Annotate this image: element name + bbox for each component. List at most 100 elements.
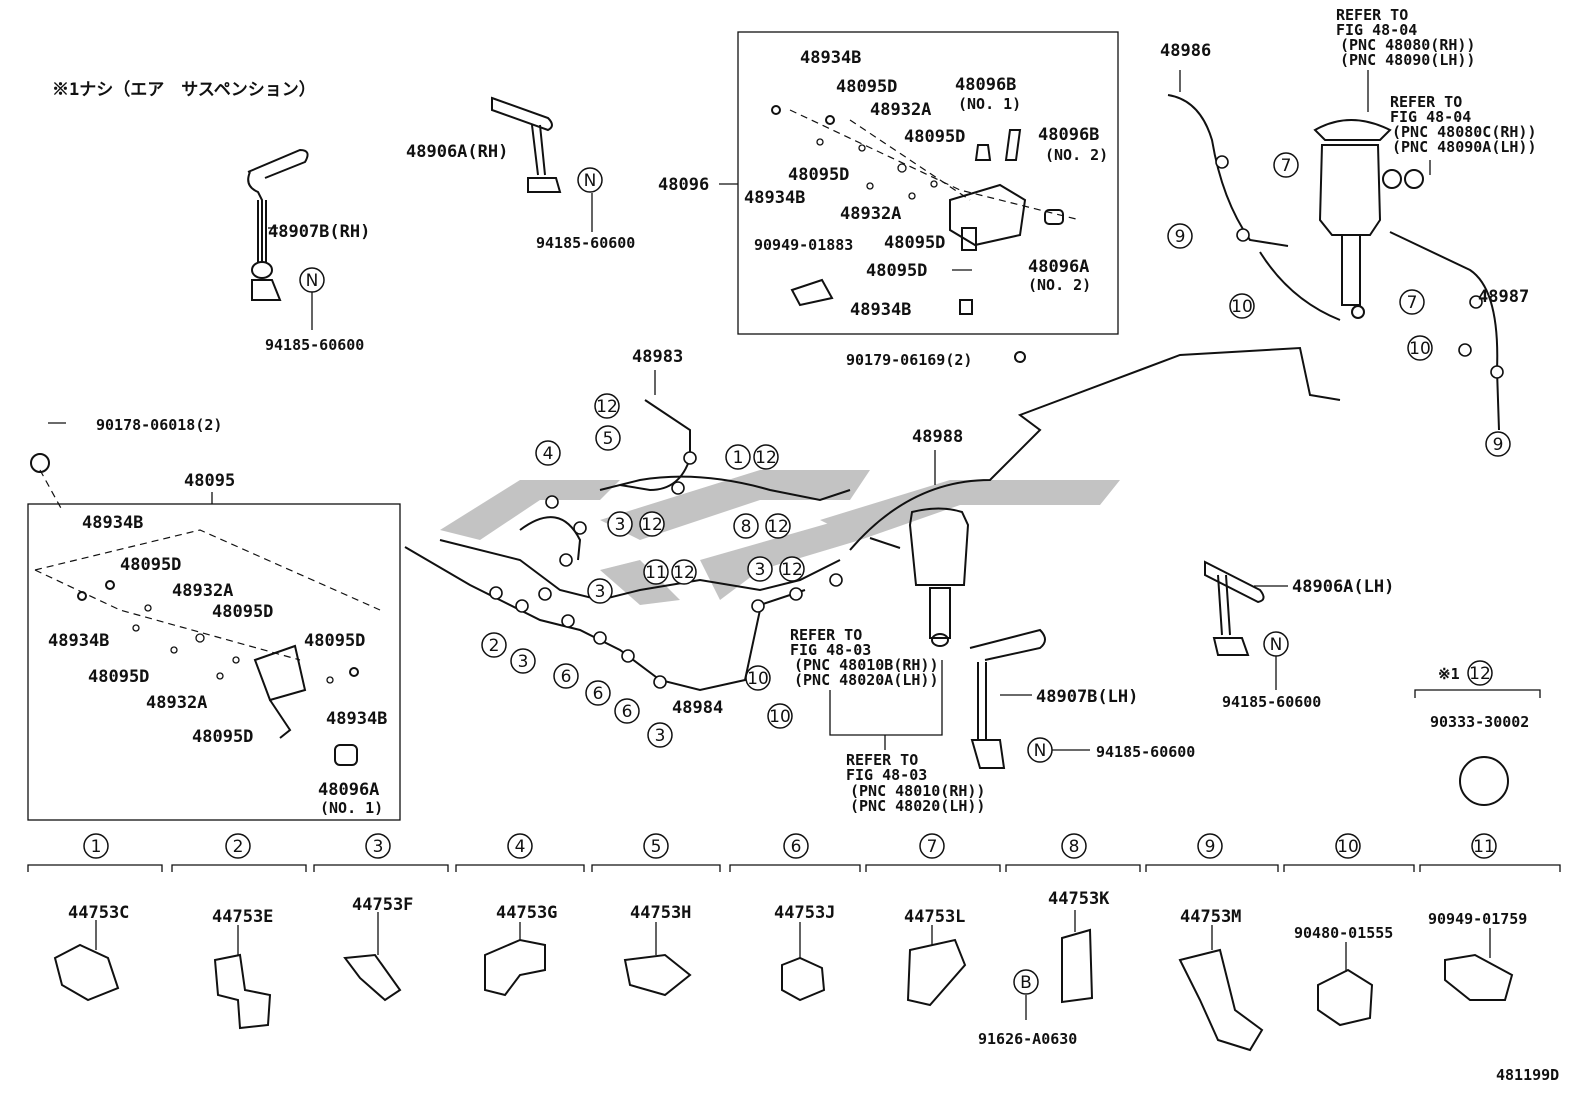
callout-16: 12 [639,511,665,537]
callout-19: 3 [587,578,613,604]
callout-10: 12 [594,393,620,419]
label-48095d-3: 48095D [788,165,849,185]
legend-num: 4 [515,837,526,857]
callout-20: 11 [643,559,669,585]
callout-21-text: 12 [673,563,695,583]
height-sensor-box-parts [30,453,381,766]
callout-13: 12 [753,444,779,470]
callout-9: 9 [1485,431,1511,457]
label-no2-a: (NO. 2) [1045,146,1108,164]
front-air-spring [869,507,970,647]
legend-column-9: 9 44753M [1180,833,1241,927]
callout-31-text: 10 [769,707,791,727]
callout-27-text: 6 [593,684,604,704]
callout-5-text: 9 [1175,227,1186,247]
callout-14: 4 [535,440,561,466]
callout-2: N [1027,737,1053,763]
callout-4-text: 7 [1281,156,1292,176]
cap-bracket [1414,689,1541,698]
legend-column-11: 11 90949-01759 [1428,833,1527,928]
callout-4: 7 [1273,152,1299,178]
label-48932a-3: 48932A [172,581,233,601]
pnc-c2: (PNC 48020A(LH)) [794,671,939,689]
refer-a: REFER TO [1336,6,1408,24]
label-48907b-lh: 48907B(LH) [1036,687,1138,707]
callout-16-text: 12 [641,515,663,535]
label-48906a-lh: 48906A(LH) [1292,577,1394,597]
label-48095: 48095 [184,471,235,491]
legend-part-number: 90949-01759 [1428,910,1527,928]
callout-18-text: 12 [767,517,789,537]
pnc-a2: (PNC 48090(LH)) [1340,51,1475,69]
callout-9-text: 9 [1493,435,1504,455]
legend-num: 10 [1337,837,1359,857]
callout-30-text: 10 [747,669,769,689]
legend-clip-shapes [53,910,1514,1052]
callout-17: 8 [733,513,759,539]
label-48096a-2: 48096A [318,780,379,800]
label-48095d-5: 48095D [866,261,927,281]
label-94185-c: 94185-60600 [1096,743,1195,761]
callout-6-text: 10 [1231,297,1253,317]
legend-num: 8 [1069,837,1080,857]
legend-part-number: 44753M [1180,907,1241,927]
callout-14-text: 4 [543,444,554,464]
bolt-dash-line [39,469,63,511]
label-48932a-1: 48932A [870,100,931,120]
label-48095d-8: 48095D [304,631,365,651]
pnc-d1: (PNC 48010(RH)) [850,782,985,800]
pnc-a1: (PNC 48080(RH)) [1340,36,1475,54]
pnc-b2: (PNC 48090A(LH)) [1392,138,1537,156]
callout-29: 3 [647,722,673,748]
figure-id: 481199D [1496,1066,1559,1084]
callout-22: 3 [747,556,773,582]
legend-num: 9 [1205,837,1216,857]
refer-d: REFER TO [846,751,918,769]
label-star: ※1 [1438,665,1460,683]
refer-c: REFER TO [790,626,862,644]
callout-23: 12 [779,556,805,582]
legend-num: 6 [791,837,802,857]
pnc-b1: (PNC 48080C(RH)) [1392,123,1537,141]
label-48932a-4: 48932A [146,693,207,713]
label-48986: 48986 [1160,41,1211,61]
legend-badge-b: B [1013,969,1039,995]
label-94185-b: 94185-60600 [536,234,635,252]
legend-num: 3 [373,837,384,857]
label-48096a-1: 48096A [1028,257,1089,277]
label-48934b-1: 48934B [800,48,861,68]
label-48095d-6: 48095D [120,555,181,575]
sensor-group-box [737,31,1119,335]
harness-clips [489,155,1504,689]
callout-10-text: 12 [596,397,618,417]
label-48934b-6: 48934B [326,709,387,729]
pnc-c1: (PNC 48010B(RH)) [794,656,939,674]
note-text: ※1ナシ（エア サスペンション） [52,79,316,100]
legend-dividers [27,864,1561,872]
legend-part-number: 44753J [774,903,835,923]
legend-num: 2 [233,837,244,857]
cap-part [1459,756,1509,806]
callout-3-text: N [1270,635,1283,655]
legend-part-number: 44753E [212,907,273,927]
legend-part-number: 44753H [630,903,691,923]
legend-part-number: 44753L [904,907,965,927]
label-48095d-1: 48095D [836,77,897,97]
callout-19-text: 3 [595,582,606,602]
label-48095d-10: 48095D [192,727,253,747]
label-no2-b: (NO. 2) [1028,276,1091,294]
callout-28: 6 [614,698,640,724]
height-control-link-lh [969,628,1046,769]
callout-3: N [1263,631,1289,657]
legend-part-number: 44753G [496,903,557,923]
label-90949-01883: 90949-01883 [754,236,853,254]
leader-lines [211,70,1431,751]
legend-num: 11 [1473,837,1495,857]
